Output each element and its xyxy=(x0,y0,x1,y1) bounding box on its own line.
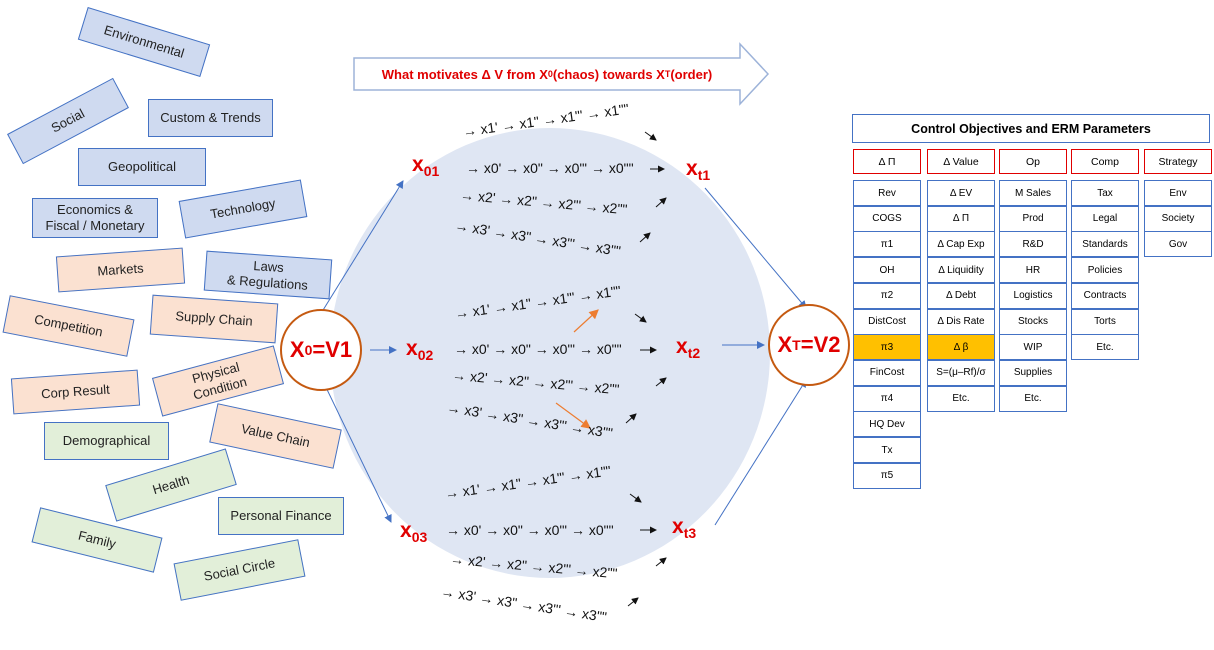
sequence-1-row0: → x0' → x0" → x0"' → x0"" xyxy=(466,160,634,176)
node-xt2: xt2 xyxy=(676,335,701,362)
factor-demographical: Demographical xyxy=(44,422,169,460)
table-cell: Tax xyxy=(1071,180,1139,206)
table-cell: π5 xyxy=(853,462,921,489)
table-cell: Torts xyxy=(1071,308,1139,335)
table-cell: π4 xyxy=(853,385,921,412)
factor-geopolitical: Geopolitical xyxy=(78,148,206,186)
table-cell: Δ Cap Exp xyxy=(927,231,995,258)
table-cell: Δ β xyxy=(927,334,995,361)
table-cell: OH xyxy=(853,257,921,284)
end-sub: T xyxy=(792,337,801,353)
table-cell: Δ Debt xyxy=(927,282,995,309)
start-tail: =V1 xyxy=(312,337,353,362)
table-col-header-4: Strategy xyxy=(1144,149,1212,174)
table-cell: Rev xyxy=(853,180,921,206)
arrow-xt1-xT xyxy=(704,187,807,309)
table-cell: COGS xyxy=(853,205,921,232)
table-cell: Standards xyxy=(1071,231,1139,258)
table-cell: FinCost xyxy=(853,359,921,386)
banner-sub-0: 0 xyxy=(547,69,553,79)
table-cell: π3 xyxy=(853,334,921,361)
table-cell: HQ Dev xyxy=(853,411,921,438)
table-cell: Contracts xyxy=(1071,282,1139,309)
table-cell: S=(μ–Rf)/σ xyxy=(927,359,995,386)
node-xt1: xt1 xyxy=(686,157,711,184)
table-cell: Society xyxy=(1144,205,1212,232)
table-col-header-0: Δ Π xyxy=(853,149,921,174)
end-tail: =V2 xyxy=(800,332,841,357)
table-col-header-1: Δ Value xyxy=(927,149,995,174)
node-x03: x03 xyxy=(400,519,428,546)
table-cell: Prod xyxy=(999,205,1067,232)
table-cell: Etc. xyxy=(1071,334,1139,361)
banner-arrow xyxy=(353,42,770,106)
table-cell: WIP xyxy=(999,334,1067,361)
trailing-arrows xyxy=(625,131,667,607)
table-cell: Stocks xyxy=(999,308,1067,335)
start-sub: 0 xyxy=(304,342,313,358)
banner-text-c: (order) xyxy=(670,66,713,82)
table-col-header-2: Op xyxy=(999,149,1067,174)
table-cell: Env xyxy=(1144,180,1212,206)
table-col-header-3: Comp xyxy=(1071,149,1139,174)
arrow-xt3-xT xyxy=(714,379,807,526)
table-cell: Δ Liquidity xyxy=(927,257,995,284)
orange-arrow-1 xyxy=(573,309,599,333)
table-cell: Legal xyxy=(1071,205,1139,232)
table-cell: Etc. xyxy=(999,385,1067,412)
banner-text-b: (chaos) towards X xyxy=(552,66,665,82)
factor-economics: Economics & Fiscal / Monetary xyxy=(32,198,158,238)
table-cell: Δ Π xyxy=(927,205,995,232)
sequence-3-row0: → x0' → x0" → x0"' → x0"" xyxy=(446,522,614,538)
node-x02: x02 xyxy=(406,337,434,364)
table-cell: HR xyxy=(999,257,1067,284)
table-cell: Δ Dis Rate xyxy=(927,308,995,335)
factor-personal-finance: Personal Finance xyxy=(218,497,344,535)
start-main: X xyxy=(289,337,305,362)
banner-sub-t: T xyxy=(664,69,671,79)
table-cell: π2 xyxy=(853,282,921,309)
table-cell: π1 xyxy=(853,231,921,258)
node-x01: x01 xyxy=(412,153,440,180)
end-main: X xyxy=(777,332,793,357)
table-cell: R&D xyxy=(999,231,1067,258)
table-cell: M Sales xyxy=(999,180,1067,206)
orange-arrow-2 xyxy=(555,402,591,429)
table-cell: DistCost xyxy=(853,308,921,335)
process-ellipse xyxy=(330,128,770,578)
table-cell: Etc. xyxy=(927,385,995,412)
arrow-x0-x01 xyxy=(319,180,404,316)
sequence-2-row0: → x0' → x0" → x0"' → x0"" xyxy=(454,341,622,357)
table-cell: Supplies xyxy=(999,359,1067,386)
banner-text-a: What motivates Δ V from X xyxy=(381,66,548,82)
table-cell: Policies xyxy=(1071,257,1139,284)
table-cell: Gov xyxy=(1144,231,1212,258)
node-xt3: xt3 xyxy=(672,515,697,542)
table-cell: Δ EV xyxy=(927,180,995,206)
arrow-x0-x03 xyxy=(319,374,392,523)
table-cell: Logistics xyxy=(999,282,1067,309)
table-cell: Tx xyxy=(853,437,921,463)
table-title: Control Objectives and ERM Parameters xyxy=(852,114,1210,143)
factor-custom-trends: Custom & Trends xyxy=(148,99,273,137)
